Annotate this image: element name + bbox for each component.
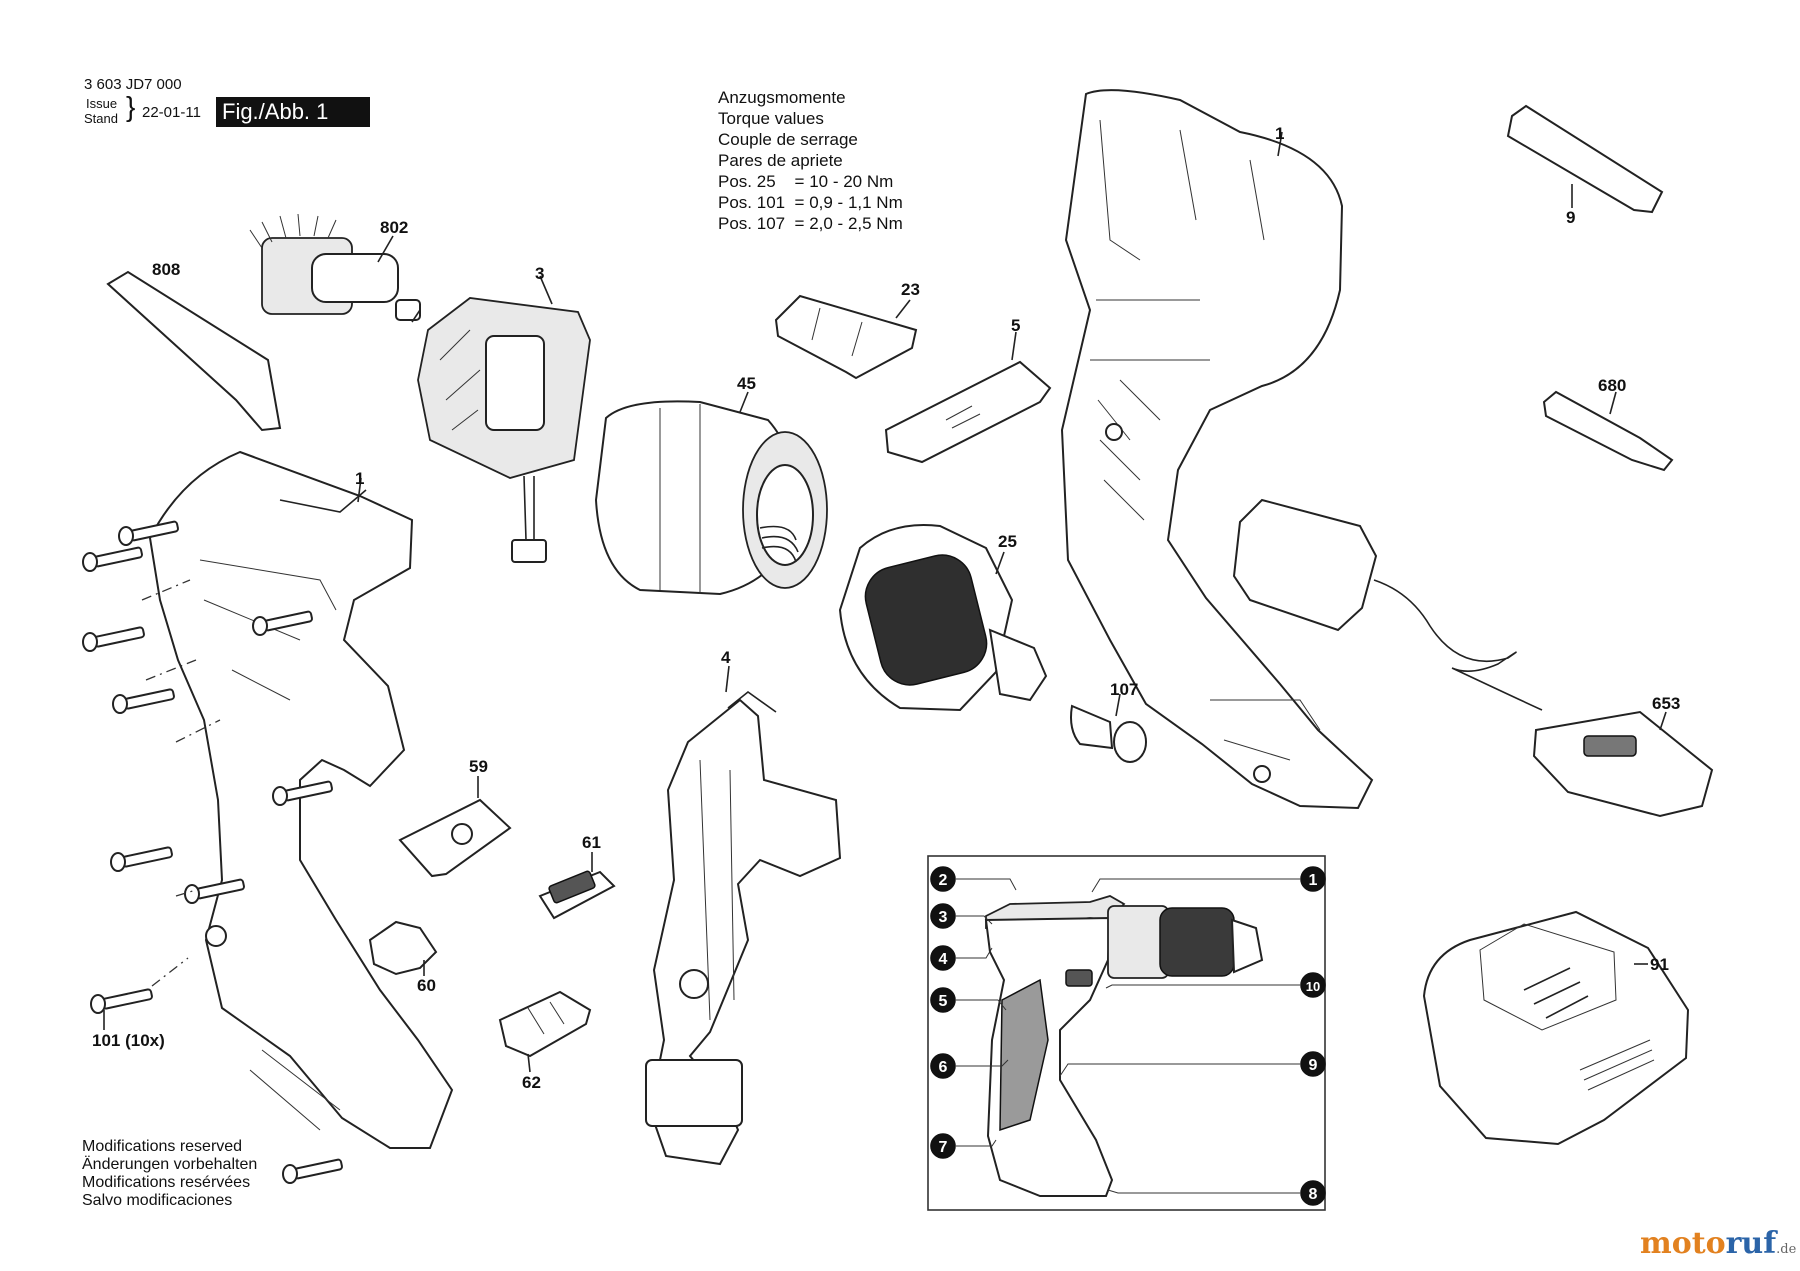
label-1-right: 1 bbox=[1275, 124, 1285, 143]
callout-4 bbox=[930, 945, 956, 971]
label-107: 107 bbox=[1110, 680, 1139, 699]
stand-label: Stand bbox=[84, 111, 118, 126]
torque-line: Pos. 101 = 0,9 - 1,1 Nm bbox=[718, 193, 903, 212]
issue-date: 22-01-11 bbox=[142, 104, 201, 121]
part-1-housing-right[interactable] bbox=[1060, 89, 1374, 810]
part-25-chuck[interactable] bbox=[838, 523, 1048, 712]
part-5-cover[interactable] bbox=[884, 331, 1052, 464]
part-60-plate[interactable] bbox=[368, 920, 438, 976]
label-808: 808 bbox=[152, 260, 181, 279]
label-45: 45 bbox=[737, 374, 756, 393]
modifications-line: Modifications resérvées bbox=[82, 1174, 251, 1191]
torque-line: Couple de serrage bbox=[718, 130, 858, 149]
part-1-housing-left[interactable] bbox=[148, 450, 454, 1149]
label-802: 802 bbox=[380, 218, 409, 237]
torque-line: Anzugsmomente bbox=[718, 88, 846, 107]
label-4: 4 bbox=[721, 648, 731, 667]
label-653: 653 bbox=[1652, 694, 1681, 713]
figure-label: Fig./Abb. 1 bbox=[216, 97, 370, 127]
part-3-field-housing[interactable] bbox=[417, 275, 591, 563]
callout-5-number: 5 bbox=[939, 993, 948, 1010]
torque-table: Anzugsmomente Torque values Couple de se… bbox=[718, 87, 903, 234]
part-107-pin[interactable] bbox=[1070, 693, 1147, 763]
callout-3-number: 3 bbox=[939, 909, 948, 926]
modifications-line: Modifications reserved bbox=[82, 1138, 243, 1155]
label-62: 62 bbox=[522, 1073, 541, 1092]
callout-9-number: 9 bbox=[1309, 1057, 1318, 1074]
label-59: 59 bbox=[469, 757, 488, 776]
callout-1 bbox=[1300, 866, 1326, 892]
callout-3 bbox=[930, 903, 956, 929]
part-9-label[interactable] bbox=[1506, 104, 1664, 214]
watermark-part1: moto bbox=[1640, 1226, 1726, 1261]
inset-frame bbox=[927, 855, 1326, 1211]
label-9: 9 bbox=[1566, 208, 1576, 227]
part-808-label-strip[interactable] bbox=[106, 270, 282, 432]
callout-7-number: 7 bbox=[939, 1139, 948, 1156]
torque-line: Pos. 25 = 10 - 20 Nm bbox=[718, 172, 894, 191]
callout-8-number: 8 bbox=[1309, 1186, 1318, 1203]
callout-7 bbox=[930, 1133, 956, 1159]
part-680-bit[interactable] bbox=[1542, 390, 1674, 472]
inset-leader-lines bbox=[956, 878, 1300, 1194]
part-59-clip[interactable] bbox=[398, 776, 512, 878]
part-23-slider[interactable] bbox=[774, 294, 918, 380]
part-101-screws[interactable] bbox=[82, 520, 343, 1184]
label-23: 23 bbox=[901, 280, 920, 299]
part-653-charger[interactable] bbox=[1232, 498, 1714, 818]
callout-1-number: 1 bbox=[1309, 872, 1318, 889]
label-60: 60 bbox=[417, 976, 436, 995]
label-3: 3 bbox=[535, 264, 545, 283]
watermark-logo: motoruf.de bbox=[1640, 1226, 1796, 1261]
callout-9 bbox=[1300, 1051, 1326, 1077]
label-25: 25 bbox=[998, 532, 1017, 551]
part-91-battery[interactable] bbox=[1422, 910, 1690, 1146]
callout-2 bbox=[930, 866, 956, 892]
label-101: 101 (10x) bbox=[92, 1031, 165, 1050]
torque-line: Torque values bbox=[718, 109, 824, 128]
callout-4-number: 4 bbox=[939, 951, 948, 968]
callout-10-number: 10 bbox=[1306, 979, 1320, 994]
torque-line: Pares de apriete bbox=[718, 151, 843, 170]
watermark-domain: .de bbox=[1776, 1242, 1797, 1257]
torque-line: Pos. 107 = 2,0 - 2,5 Nm bbox=[718, 214, 903, 233]
callout-5 bbox=[930, 987, 956, 1013]
label-1-left: 1 bbox=[355, 469, 365, 488]
callout-6 bbox=[930, 1053, 956, 1079]
brace-glyph: } bbox=[126, 91, 136, 122]
label-61: 61 bbox=[582, 833, 601, 852]
part-4-switch[interactable] bbox=[645, 665, 842, 1166]
part-61-switch-part[interactable] bbox=[538, 852, 616, 920]
part-45-gearbox[interactable] bbox=[594, 391, 828, 596]
label-5: 5 bbox=[1011, 316, 1021, 335]
label-680: 680 bbox=[1598, 376, 1627, 395]
modifications-line: Salvo modificaciones bbox=[82, 1192, 233, 1209]
issue-label: Issue bbox=[86, 96, 118, 111]
inset-drill-illustration bbox=[984, 895, 1264, 1197]
part-802-motor[interactable] bbox=[249, 213, 421, 323]
callout-10 bbox=[1300, 972, 1326, 998]
callout-2-number: 2 bbox=[939, 872, 948, 889]
part-62-plate[interactable] bbox=[498, 990, 592, 1073]
callout-6-number: 6 bbox=[939, 1059, 948, 1076]
modifications-notice: Modifications reserved Änderungen vorbeh… bbox=[82, 1138, 257, 1210]
callout-8 bbox=[1300, 1180, 1326, 1206]
part-number: 3 603 JD7 000 bbox=[84, 76, 182, 93]
label-91: 91 bbox=[1650, 955, 1669, 974]
modifications-line: Änderungen vorbehalten bbox=[82, 1156, 258, 1173]
watermark-part2: ruf bbox=[1725, 1226, 1777, 1261]
